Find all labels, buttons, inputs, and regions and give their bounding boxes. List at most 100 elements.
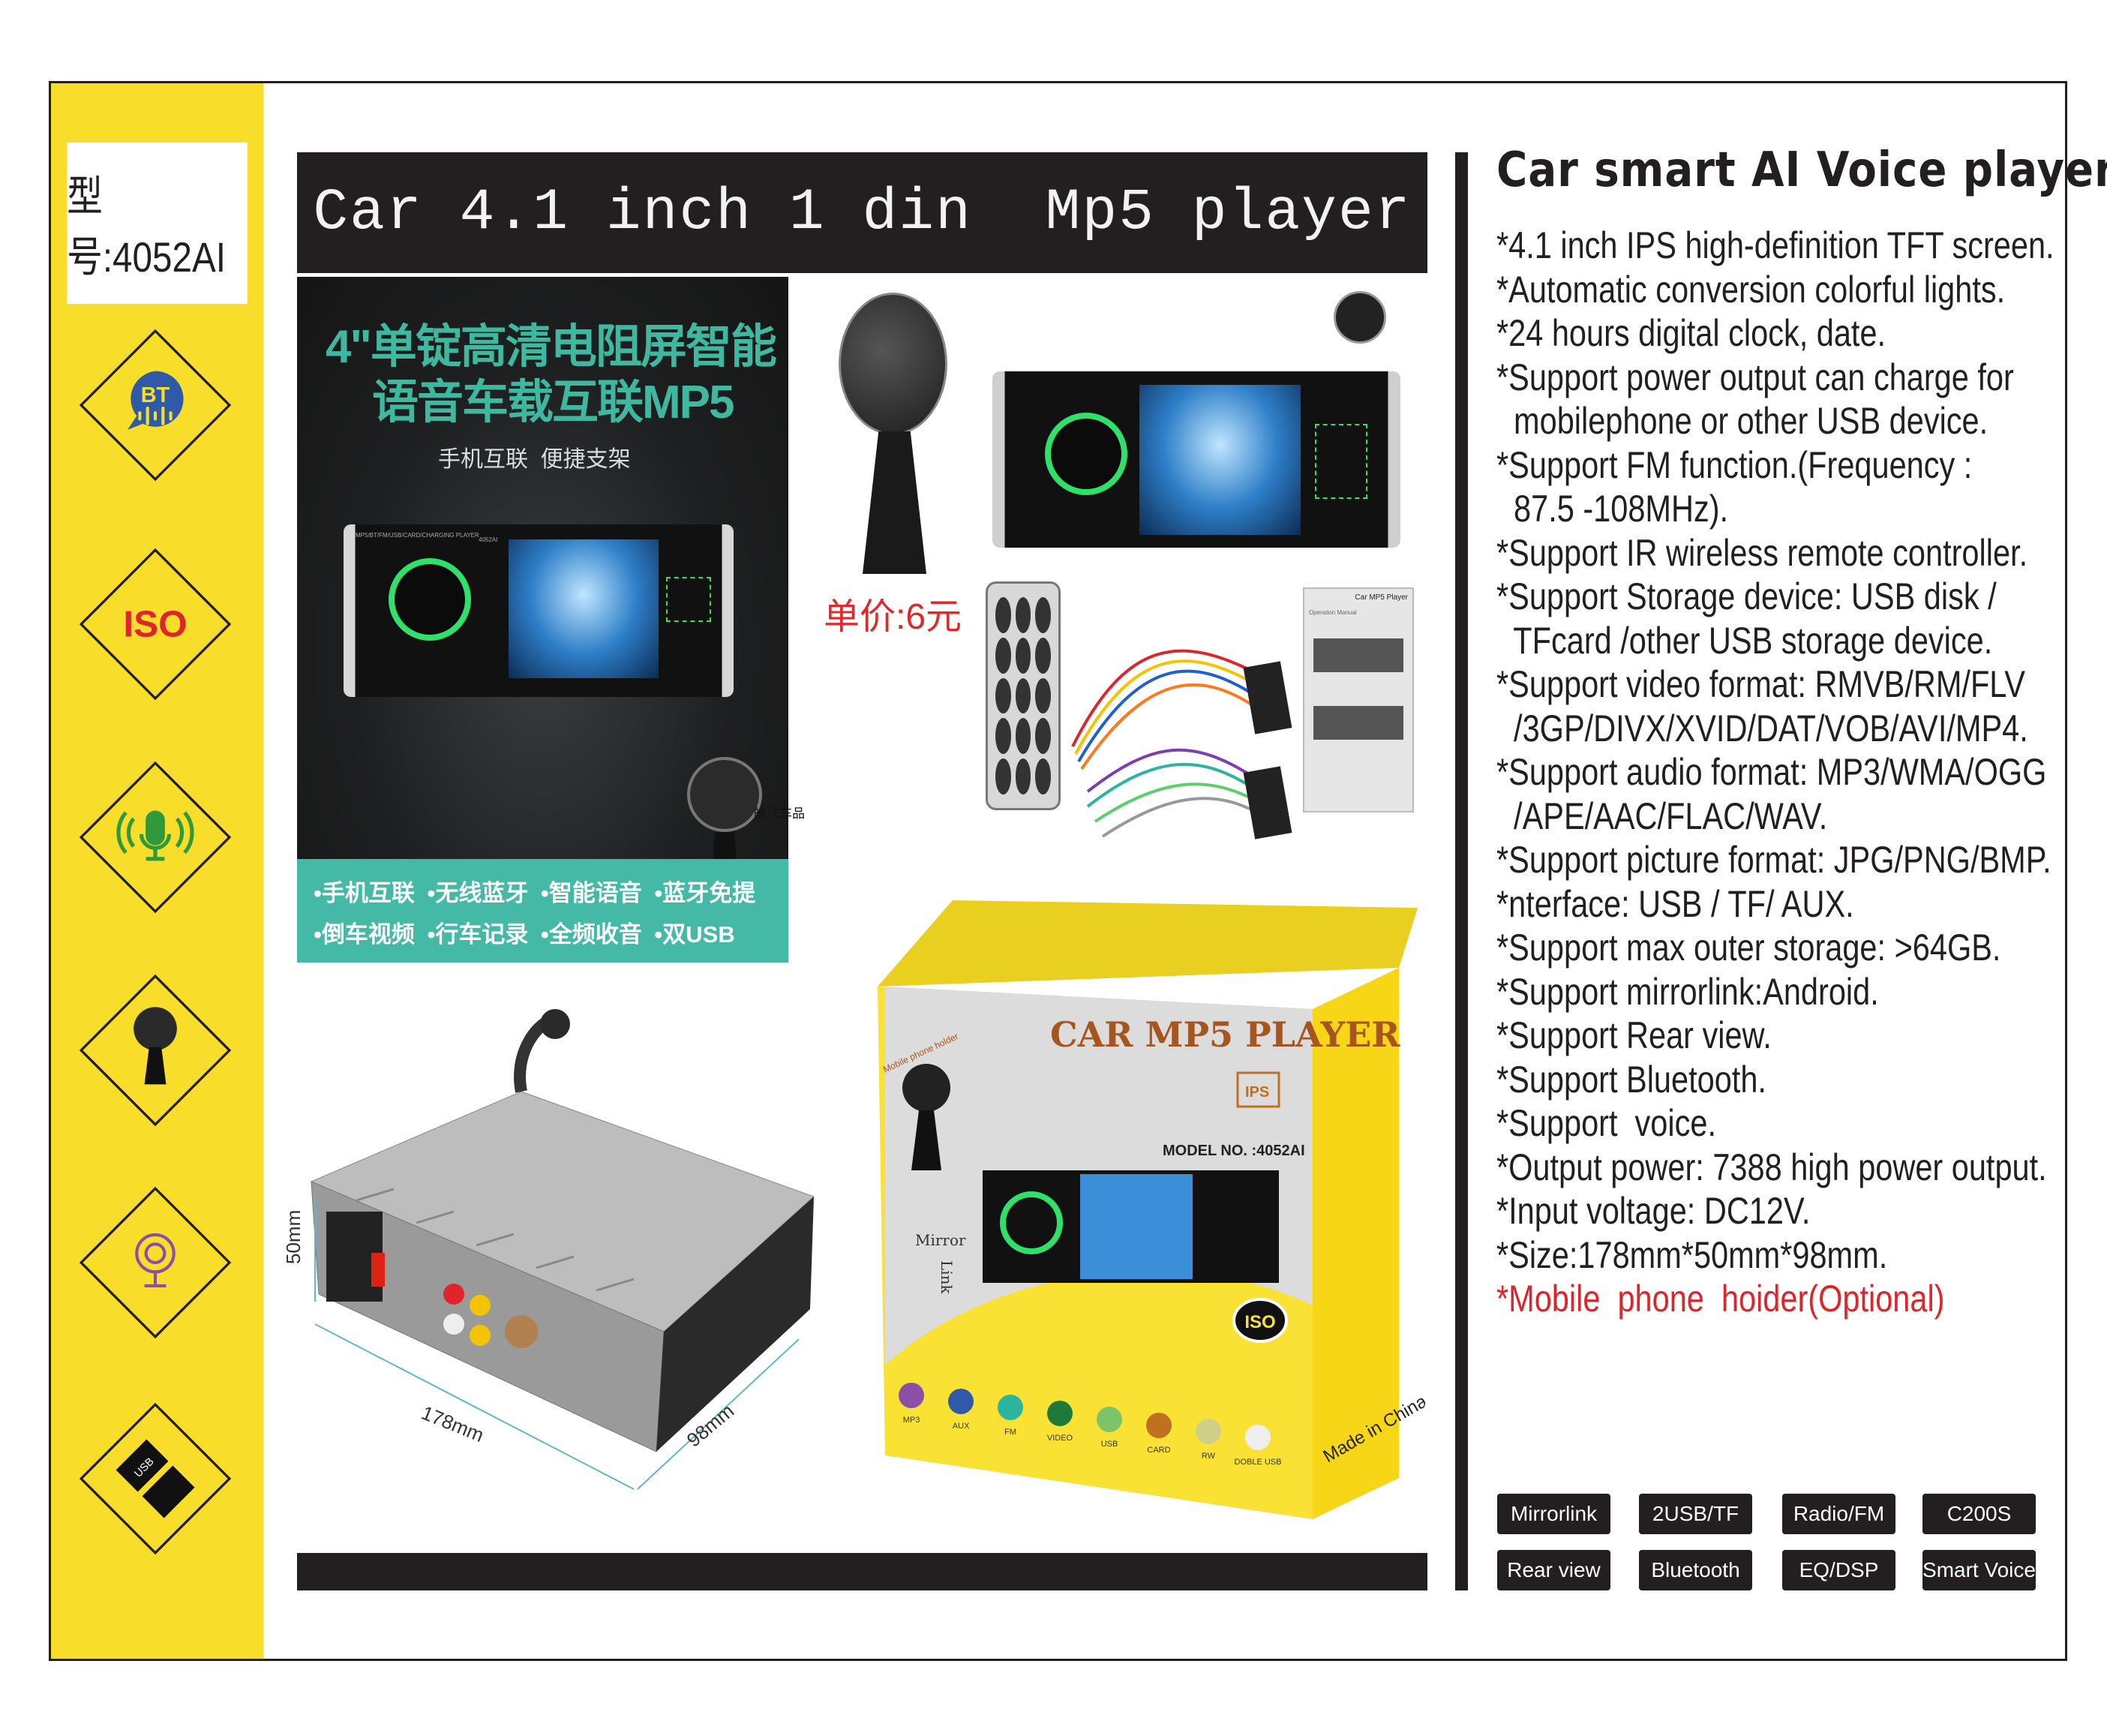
feature-row-1: •手机互联 •无线蓝牙 •智能语音 •蓝牙免提: [314, 880, 756, 906]
spec-item-optional: *Mobile phone hoider(Optional): [1496, 1278, 1945, 1320]
feature-badge: Radio/FM: [1782, 1494, 1895, 1534]
feature-badge: C200S: [1922, 1494, 2036, 1534]
feature-badge: 2USB/TF: [1639, 1494, 1752, 1534]
box-ips-label: IPS: [1245, 1084, 1269, 1101]
wiring-harness: [1071, 649, 1292, 839]
price-label: 单价:6元: [824, 597, 962, 637]
control-knob: [389, 558, 471, 641]
box-iso-label: ISO: [1244, 1312, 1275, 1332]
bluetooth-voice-icon: BT: [79, 329, 232, 482]
voice-mic-icon: [79, 761, 232, 914]
spec-item: /3GP/DIVX/XVID/DAT/VOB/AVI/MP4.: [1496, 707, 2028, 749]
page-frame: [49, 81, 2067, 1661]
feature-badge: EQ/DSP: [1782, 1550, 1895, 1590]
unit-model: 4052AI: [479, 536, 498, 543]
box-feature-label: FM: [1004, 1428, 1016, 1437]
device-dimensions-photo: 50mm 178mm 98mm: [282, 1009, 814, 1490]
watermark: 皓飞车品: [754, 806, 805, 821]
unit-screen: [1139, 385, 1301, 535]
box-feature-label: RW: [1202, 1452, 1216, 1461]
poster-headline-2: 语音车载互联MP5: [372, 377, 734, 428]
spec-item: *Support Rear view.: [1496, 1014, 1772, 1056]
sidebar: [51, 83, 263, 1659]
usb-icon: USB: [79, 1402, 232, 1555]
spec-item: *Support power output can charge for: [1496, 356, 2014, 398]
unit-buttons: [666, 577, 711, 622]
spec-item: *Support IR wireless remote controller.: [1496, 531, 2028, 574]
spec-item: TFcard /other USB storage device.: [1496, 619, 1993, 662]
head-unit-image: MP5/BT/FM/USB/CARD/CHARGING PLAYER 4052A…: [344, 524, 734, 697]
box-feature-label: USB: [1101, 1440, 1118, 1449]
spec-item: *Input voltage: DC12V.: [1496, 1190, 1811, 1232]
product-poster: 4"单锭高清电阻屏智能 语音车载互联MP5 手机互联 便捷支架 MP5/BT/F…: [297, 277, 788, 963]
camera-icon: [79, 1186, 232, 1339]
spec-item: *Support voice.: [1496, 1102, 1716, 1144]
retail-box-photo: CAR MP5 PLAYER MODEL NO. :4052AI Mobile …: [878, 900, 1425, 1519]
phone-holder-icon: [79, 974, 232, 1127]
box-feature-label: MP3: [903, 1416, 920, 1425]
box-feature-icon: [899, 1383, 924, 1408]
spec-item: /APE/AAC/FLAC/WAV.: [1496, 794, 1828, 837]
feature-strip: •手机互联 •无线蓝牙 •智能语音 •蓝牙免提 •倒车视频 •行车记录 •全频收…: [297, 859, 788, 963]
box-feature-label: CARD: [1147, 1446, 1170, 1455]
box-feature-icon: [1097, 1407, 1122, 1432]
box-feature-label: DOBLE USB: [1235, 1458, 1282, 1467]
spec-item: *Support max outer storage: >64GB.: [1496, 927, 2001, 969]
model-number: 型号:4052AI: [67, 143, 248, 304]
holder-mount: [1334, 291, 1386, 344]
unit-label: MP5/BT/FM/USB/CARD/CHARGING PLAYER: [356, 532, 479, 539]
box-feature-icon: [1245, 1425, 1271, 1450]
divider: [1455, 152, 1468, 1590]
box-link-label: Link: [938, 1260, 956, 1295]
feature-badge: Bluetooth: [1639, 1550, 1752, 1590]
feature-badge: Mirrorlink: [1497, 1494, 1610, 1534]
bottom-bar: [297, 1553, 1427, 1590]
manual-subtitle: Operation Manual: [1309, 609, 1357, 616]
spec-item: *Size:178mm*50mm*98mm.: [1496, 1233, 1888, 1276]
control-knob: [1045, 413, 1127, 495]
spec-item: mobilephone or other USB device.: [1496, 400, 1988, 442]
spec-item: *Output power: 7388 high power output.: [1496, 1146, 2047, 1188]
poster-subtitle: 手机互联 便捷支架: [438, 447, 631, 472]
spec-item: 87.5 -108MHz).: [1496, 488, 1729, 530]
unit-screen: [509, 539, 659, 678]
spec-item: *Automatic conversion colorful lights.: [1496, 268, 2006, 311]
box-feature-icon: [948, 1389, 974, 1414]
page-title: Car 4.1 inch 1 din Mp5 player: [297, 152, 1427, 273]
poster-headline-1: 4"单锭高清电阻屏智能: [326, 321, 777, 373]
box-feature-icon: [998, 1395, 1023, 1420]
phone-holder-photo: [839, 293, 947, 435]
iso-icon: ISO: [79, 548, 232, 701]
manual-title: Car MP5 Player: [1355, 593, 1408, 602]
spec-item: *Support picture format: JPG/PNG/BMP.: [1496, 839, 2051, 881]
phone-holder-image: [687, 757, 762, 832]
box-feature-icon: [1196, 1419, 1221, 1444]
spec-item: *Support video format: RMVB/RM/FLV: [1496, 663, 2025, 705]
box-feature-label: AUX: [953, 1422, 970, 1431]
spec-item: *nterface: USB / TF/ AUX.: [1496, 882, 1854, 925]
feature-badge: Rear view: [1497, 1550, 1610, 1590]
dimension-height: 50mm: [282, 1210, 305, 1264]
box-feature-icon: [1047, 1401, 1073, 1426]
spec-item: *Support Bluetooth.: [1496, 1058, 1766, 1101]
feature-row-2: •倒车视频 •行车记录 •全频收音 •双USB: [314, 921, 735, 948]
box-title: CAR MP5 PLAYER: [1050, 1014, 1400, 1055]
iso-label: ISO: [123, 603, 187, 644]
box-model: MODEL NO. :4052AI: [1163, 1143, 1305, 1159]
spec-item: *Support mirrorlink:Android.: [1496, 970, 1879, 1013]
box-mirror-label: Mirror: [915, 1231, 966, 1249]
box-feature-icon: [1146, 1413, 1172, 1438]
spec-item: *24 hours digital clock, date.: [1496, 312, 1886, 354]
spec-item: *Support audio format: MP3/WMA/OGG: [1496, 751, 2047, 793]
box-feature-label: VIDEO: [1047, 1434, 1073, 1443]
feature-badge: Smart Voice: [1922, 1550, 2036, 1590]
remote-control: [986, 581, 1061, 810]
spec-list: *4.1 inch IPS high-definition TFT screen…: [1496, 224, 2066, 1321]
head-unit-photo: [992, 371, 1400, 548]
unit-buttons: [1315, 424, 1367, 499]
spec-item: *Support FM function.(Frequency :: [1496, 443, 1973, 486]
spec-title: Car smart AI Voice player: [1496, 143, 2107, 198]
operation-manual: Car MP5 Player Operation Manual: [1303, 587, 1414, 812]
spec-item: *Support Storage device: USB disk /: [1496, 575, 1997, 617]
bt-label: BT: [141, 383, 170, 407]
